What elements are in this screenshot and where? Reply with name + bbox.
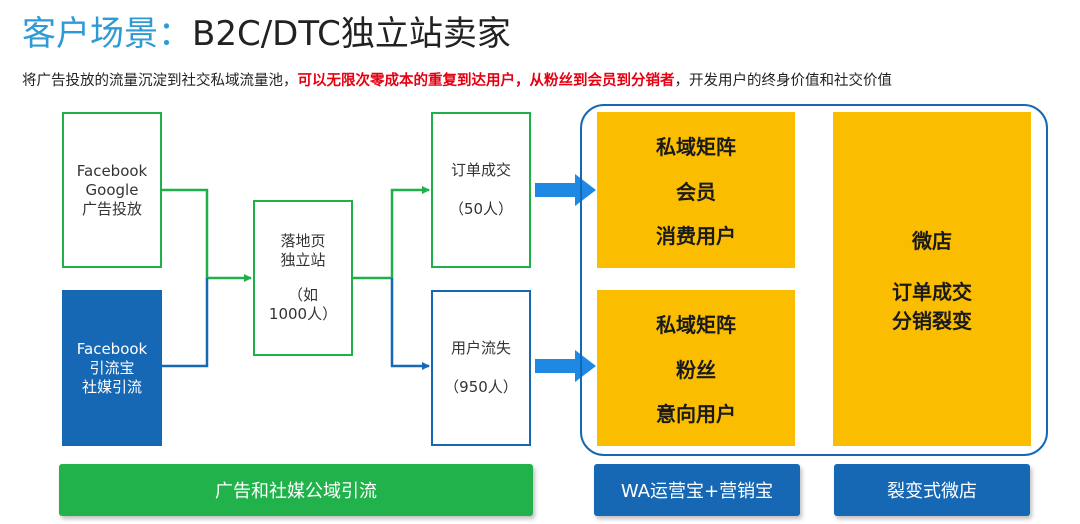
ads-line-2: Google	[85, 180, 139, 199]
order-count: （50人）	[448, 200, 514, 218]
title-prefix: 客户场景：	[22, 14, 192, 54]
subtitle-pre: 将广告投放的流量沉淀到社交私域流量池，	[22, 73, 298, 89]
page-subtitle: 将广告投放的流量沉淀到社交私域流量池，可以无限次零成本的重复到达用户，从粉丝到会…	[22, 70, 892, 92]
subtitle-highlight: 可以无限次零成本的重复到达用户，从粉丝到会员到分销者	[297, 73, 675, 89]
private-top-line-2: 会员	[676, 179, 716, 204]
private-matrix-bottom: 私域矩阵 粉丝 意向用户	[597, 290, 795, 446]
lost-count: （950人）	[444, 378, 518, 396]
title-main: B2C/DTC独立站卖家	[192, 14, 511, 54]
social-line-1: Facebook	[76, 339, 148, 358]
lost-label: 用户流失	[450, 339, 511, 357]
ads-line-1: Facebook	[76, 161, 148, 180]
landing-line-3: （如	[287, 286, 318, 304]
private-domain-container	[580, 104, 1048, 456]
fission-shop-bar: 裂变式微店	[834, 464, 1030, 516]
shop-line-2: 订单成交	[892, 279, 972, 304]
landing-line-1: 落地页	[280, 232, 326, 250]
social-line-2: 引流宝	[89, 358, 135, 377]
public-traffic-bar: 广告和社媒公域引流	[59, 464, 533, 516]
wa-tools-bar: WA运营宝+营销宝	[594, 464, 800, 516]
private-bottom-line-2: 粉丝	[676, 357, 716, 382]
private-bottom-line-1: 私域矩阵	[656, 313, 736, 338]
source-social-box: Facebook 引流宝 社媒引流	[62, 290, 162, 446]
private-matrix-top: 私域矩阵 会员 消费用户	[597, 112, 795, 268]
micro-shop-box: 微店 订单成交 分销裂变	[833, 112, 1031, 446]
private-top-line-3: 消费用户	[656, 223, 736, 248]
connector-ads-to-landing	[161, 188, 252, 282]
shop-line-1: 微店	[912, 228, 952, 253]
connector-social-to-landing	[161, 278, 209, 368]
private-bottom-line-3: 意向用户	[656, 401, 736, 426]
order-label: 订单成交	[450, 161, 511, 179]
connector-landing-to-lost	[390, 278, 430, 370]
ads-line-3: 广告投放	[81, 199, 142, 218]
outcome-order-box: 订单成交 （50人）	[431, 112, 531, 268]
page-title: 客户场景：B2C/DTC独立站卖家	[22, 10, 511, 58]
private-top-line-1: 私域矩阵	[656, 135, 736, 160]
outcome-lost-box: 用户流失 （950人）	[431, 290, 531, 446]
landing-line-4: 1000人）	[268, 305, 338, 323]
connector-landing-to-order	[352, 186, 430, 280]
source-ads-box: Facebook Google 广告投放	[62, 112, 162, 268]
subtitle-post: ，开发用户的终身价值和社交价值	[674, 73, 893, 89]
shop-line-3: 分销裂变	[892, 308, 972, 333]
social-line-3: 社媒引流	[81, 377, 142, 396]
landing-page-box: 落地页 独立站 （如 1000人）	[253, 200, 353, 356]
landing-line-2: 独立站	[280, 251, 326, 269]
